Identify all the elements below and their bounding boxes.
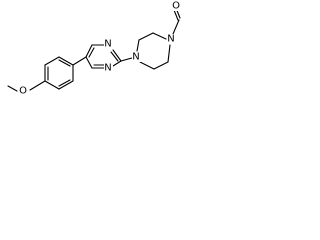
- bond-pip-n-pyrimidine: [120, 57, 133, 62]
- bond-pyr-c5-c-lower: [85, 56, 93, 69]
- bond-pip-c-n4-left: [136, 39, 140, 52]
- bond-ph-c4-c5: [44, 80, 60, 90]
- bond-aldehyde-cn: [172, 19, 180, 35]
- bond-pip-c-lower-right: [153, 61, 169, 70]
- bond-pyrimidine-phenyl: [72, 56, 87, 66]
- chemical-structure: O N N N N O: [7, 1, 181, 97]
- bond-pyr-c2-n-upper-inner: [110, 51, 119, 62]
- bond-ph-c5-c6: [58, 80, 74, 90]
- bond-pyr-c-upper-c5: [85, 44, 93, 58]
- bond-ph-c5-c6-inner: [58, 79, 71, 87]
- bond-aryl-ether: [29, 80, 46, 91]
- bond-ph-c1-c2: [58, 56, 74, 66]
- pyrimidine-n-lower-label: N: [104, 63, 111, 74]
- methoxy-oxygen-label: O: [19, 86, 27, 97]
- bond-pyr-n-lower-c2: [112, 60, 122, 67]
- bond-ether-methyl: [7, 85, 18, 92]
- bond-pyr-c-upper-c5-inner: [88, 47, 95, 58]
- bond-aldehyde-co-a: [173, 9, 179, 21]
- piperazine-n-formyl-label: N: [167, 34, 174, 45]
- bond-pip-n1-c-upper-left: [152, 32, 167, 40]
- aldehyde-oxygen-label: O: [172, 1, 180, 12]
- piperazine-n-aryl-label: N: [132, 52, 139, 63]
- bond-pyr-c2-n-upper: [112, 49, 122, 62]
- bond-ph-c2-c3: [44, 56, 60, 66]
- bond-pip-c-upper-left-c: [138, 32, 154, 41]
- bond-ph-c1-c2-inner: [58, 59, 71, 67]
- bond-pip-n4-c-lower: [139, 61, 155, 70]
- pyrimidine-n-upper-label: N: [104, 39, 111, 50]
- bond-pip-c-right-n1: [167, 44, 171, 63]
